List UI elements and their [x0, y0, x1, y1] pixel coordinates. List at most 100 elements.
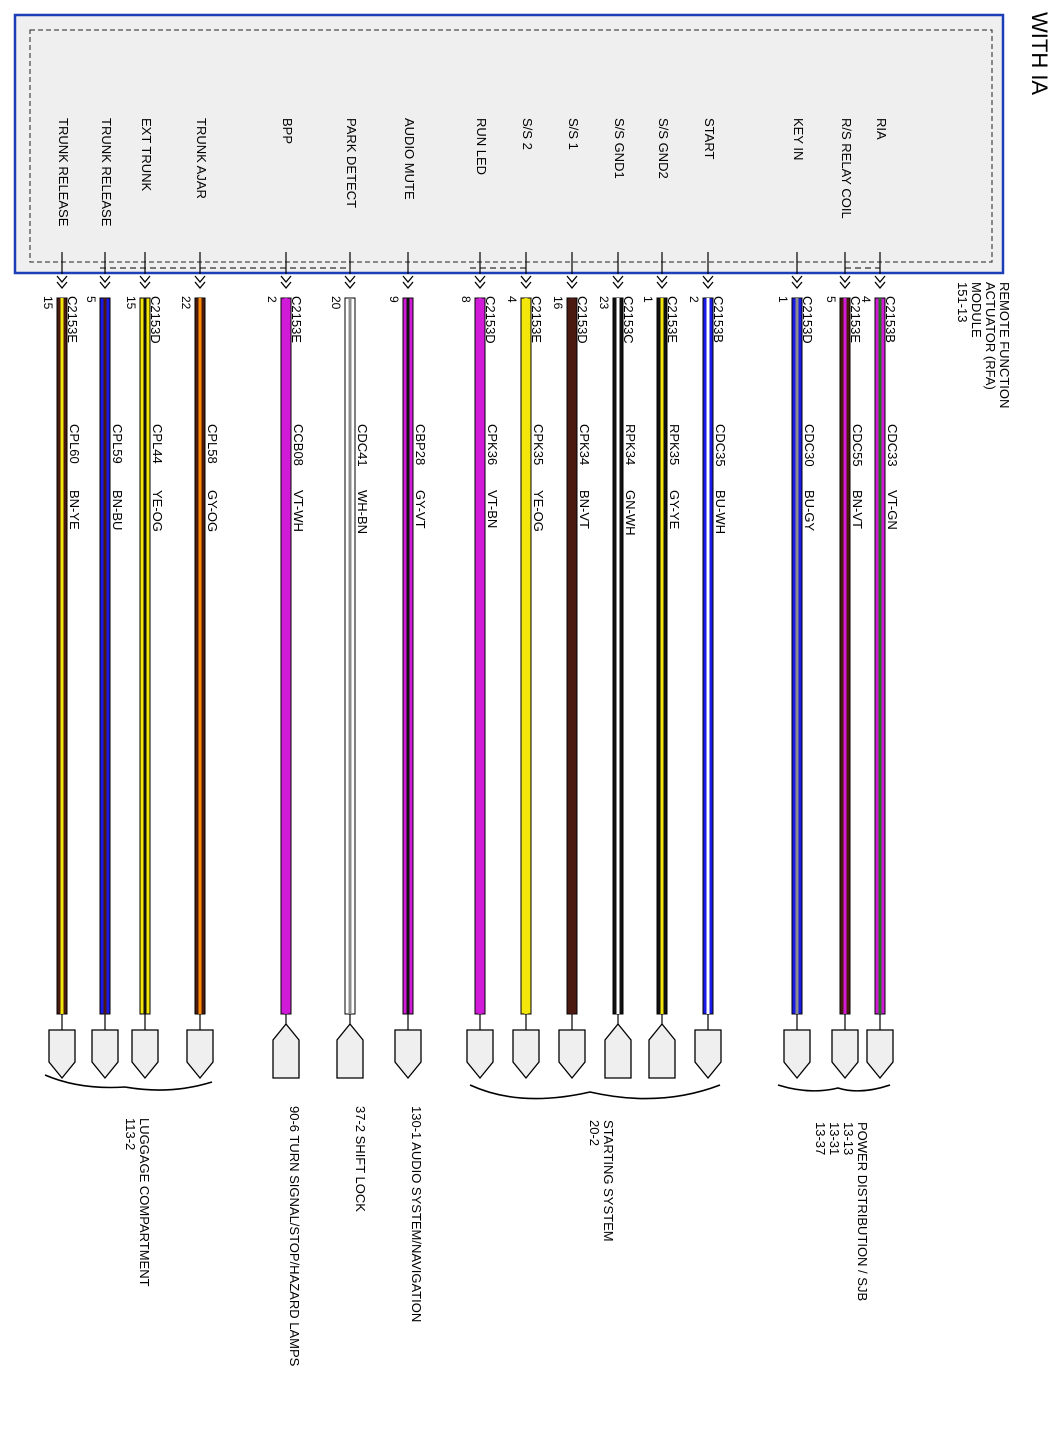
pin-label: KEY IN	[791, 118, 806, 160]
terminal-connector-icon	[48, 1029, 76, 1080]
circuit-number: CPK34	[577, 424, 592, 465]
wire-tracer-stripe	[616, 298, 620, 1014]
terminal-connector-icon	[783, 1029, 811, 1080]
circuit-number: CPL59	[110, 424, 125, 464]
connector-id: C2153E	[65, 296, 80, 343]
terminal-connector-icon	[831, 1029, 859, 1080]
circuit-number: CDC30	[802, 424, 817, 467]
wire-color-code: BN-BU	[110, 490, 125, 530]
wire-tracer-stripe	[706, 298, 710, 1014]
connector-chevron-icon	[520, 275, 532, 290]
pin-number: 4	[859, 296, 873, 303]
wire-tracer-stripe	[878, 298, 882, 1014]
connector-chevron-icon	[566, 275, 578, 290]
circuit-number: CDC55	[850, 424, 865, 467]
destinations-layer: POWER DISTRIBUTION / SJB 13-13 13-31 13-…	[44, 1074, 891, 1367]
pin-label: TRUNK RELEASE	[99, 118, 114, 227]
dest-power-distribution-line-1: POWER DISTRIBUTION / SJB	[855, 1122, 870, 1301]
connector-chevron-icon	[139, 275, 151, 290]
pin-label: TRUNK RELEASE	[56, 118, 71, 227]
module-name-line-2: ACTUATOR (RFA)	[983, 282, 998, 390]
rfa-module-box	[13, 13, 1005, 275]
connector-chevron-icon	[656, 275, 668, 290]
pin-label: S/S 2	[520, 118, 535, 150]
terminal-connector-icon	[186, 1029, 214, 1080]
terminal-connector-icon	[131, 1029, 159, 1080]
dest-starting-system-line-2: 20-2	[587, 1120, 602, 1146]
connector-chevron-icon	[402, 275, 414, 290]
connector-chevron-icon	[474, 275, 486, 290]
wire-tracer-stripe	[198, 298, 202, 1014]
connector-id: C2153C	[621, 296, 636, 344]
pin-number: 5	[84, 296, 98, 303]
wire-color-code: BN-VT	[577, 490, 592, 529]
dest-luggage-compartment-line-1: LUGGAGE COMPARTMENT	[137, 1118, 152, 1287]
terminal-connector-icon	[648, 1022, 676, 1079]
connector-chevron-icon	[702, 275, 714, 290]
terminal-connector-icon	[558, 1029, 586, 1080]
terminal-connector-icon	[91, 1029, 119, 1080]
connector-id: C2153D	[575, 296, 590, 344]
pin-label: S/S GND2	[656, 118, 671, 179]
wire-tracer-stripe	[524, 298, 528, 1014]
connector-id: C2153D	[148, 296, 163, 344]
wire-color-code: BU-WH	[713, 490, 728, 534]
connector-id: C2153B	[711, 296, 726, 343]
pin-number: 8	[459, 296, 473, 303]
pin-label: BPP	[280, 118, 295, 144]
wire-tracer-stripe	[143, 298, 147, 1014]
terminal-connector-icon	[336, 1022, 364, 1079]
brace-starting-system	[469, 1084, 721, 1100]
pin-number: 15	[124, 296, 138, 310]
circuit-number: RPK35	[667, 424, 682, 465]
wire-color-code: GN-WH	[623, 490, 638, 536]
wire-tracer-stripe	[103, 298, 107, 1014]
wire-color-code: BN-YE	[67, 490, 82, 530]
brace-power-distribution	[777, 1084, 891, 1092]
pin-label: S/S 1	[566, 118, 581, 150]
dest-starting-system-line-1: STARTING SYSTEM	[601, 1120, 616, 1242]
brace-luggage-compartment	[44, 1074, 213, 1091]
connector-chevron-icon	[839, 275, 851, 290]
pin-label: RIA	[874, 118, 889, 140]
connector-id: C2153E	[848, 296, 863, 343]
circuit-number: CPL58	[205, 424, 220, 464]
connector-chevron-icon	[612, 275, 624, 290]
pin-number: 4	[505, 296, 519, 303]
pin-number: 15	[41, 296, 55, 310]
circuit-number: CPL60	[67, 424, 82, 464]
pin-label: S/S GND1	[612, 118, 627, 179]
connector-id: C2153E	[529, 296, 544, 343]
wire-color-code: YE-OG	[531, 490, 546, 532]
wire-tracer-stripe	[478, 298, 482, 1014]
pin-label: R/S RELAY COIL	[839, 118, 854, 219]
connector-id: C2153E	[289, 296, 304, 343]
pin-number: 1	[641, 296, 655, 303]
connector-id: C2153E	[665, 296, 680, 343]
circuit-number: CDC41	[355, 424, 370, 467]
wire-tracer-stripe	[660, 298, 664, 1014]
pin-number: 9	[387, 296, 401, 303]
pin-label: START	[702, 118, 717, 159]
pin-number: 1	[776, 296, 790, 303]
pin-label: EXT TRUNK	[139, 118, 154, 192]
terminal-connector-icon	[694, 1029, 722, 1080]
pin-number: 16	[551, 296, 565, 310]
wire-color-code: VT-GN	[885, 490, 900, 530]
connector-id: C2153B	[883, 296, 898, 343]
circuit-number: CDC35	[713, 424, 728, 467]
wire-color-code: GY-OG	[205, 490, 220, 532]
pin-label: AUDIO MUTE	[402, 118, 417, 200]
wire-color-code: BN-VT	[850, 490, 865, 529]
